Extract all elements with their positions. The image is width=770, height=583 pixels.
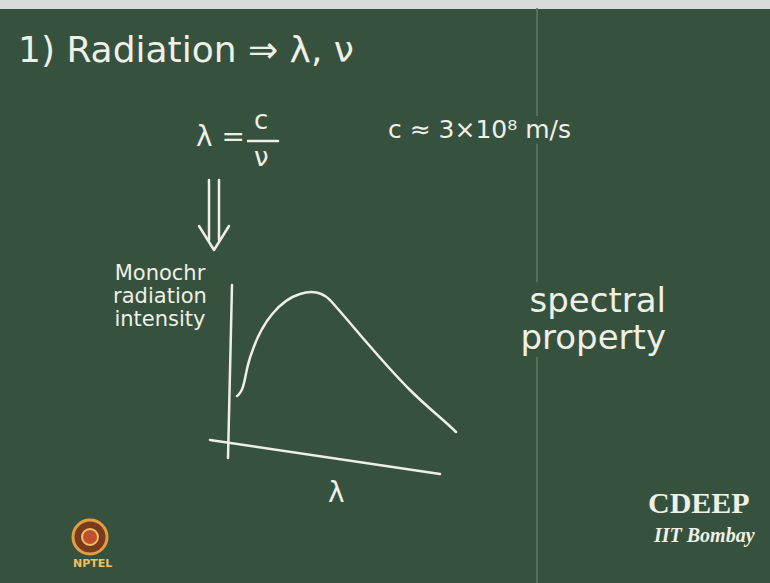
watermark: NPTEL — [71, 558, 114, 570]
x-axis — [210, 440, 440, 474]
watermark: CDEEP — [646, 486, 752, 519]
fraction-bar — [246, 140, 278, 143]
wall-strip — [0, 0, 770, 9]
y-axis — [228, 285, 232, 458]
fraction-denominator: ν — [252, 143, 271, 172]
axis-label: Monochr radiation intensity — [92, 262, 228, 331]
double-arrow — [218, 180, 221, 240]
equation-lhs: λ = — [194, 122, 247, 153]
watermark: IIT Bombay — [652, 524, 757, 546]
double-arrow — [208, 180, 211, 240]
axis-label: λ — [326, 478, 347, 509]
nptel-logo — [73, 520, 107, 554]
fraction-numerator: c — [252, 106, 270, 135]
heading: 1) Radiation ⇒ λ, ν — [16, 30, 356, 70]
speed-of-light: c ≈ 3×10⁸ m/s — [386, 116, 573, 144]
spectrum-curve — [237, 292, 456, 432]
note-text: spectral property — [488, 282, 668, 357]
arrow-head — [199, 226, 229, 250]
